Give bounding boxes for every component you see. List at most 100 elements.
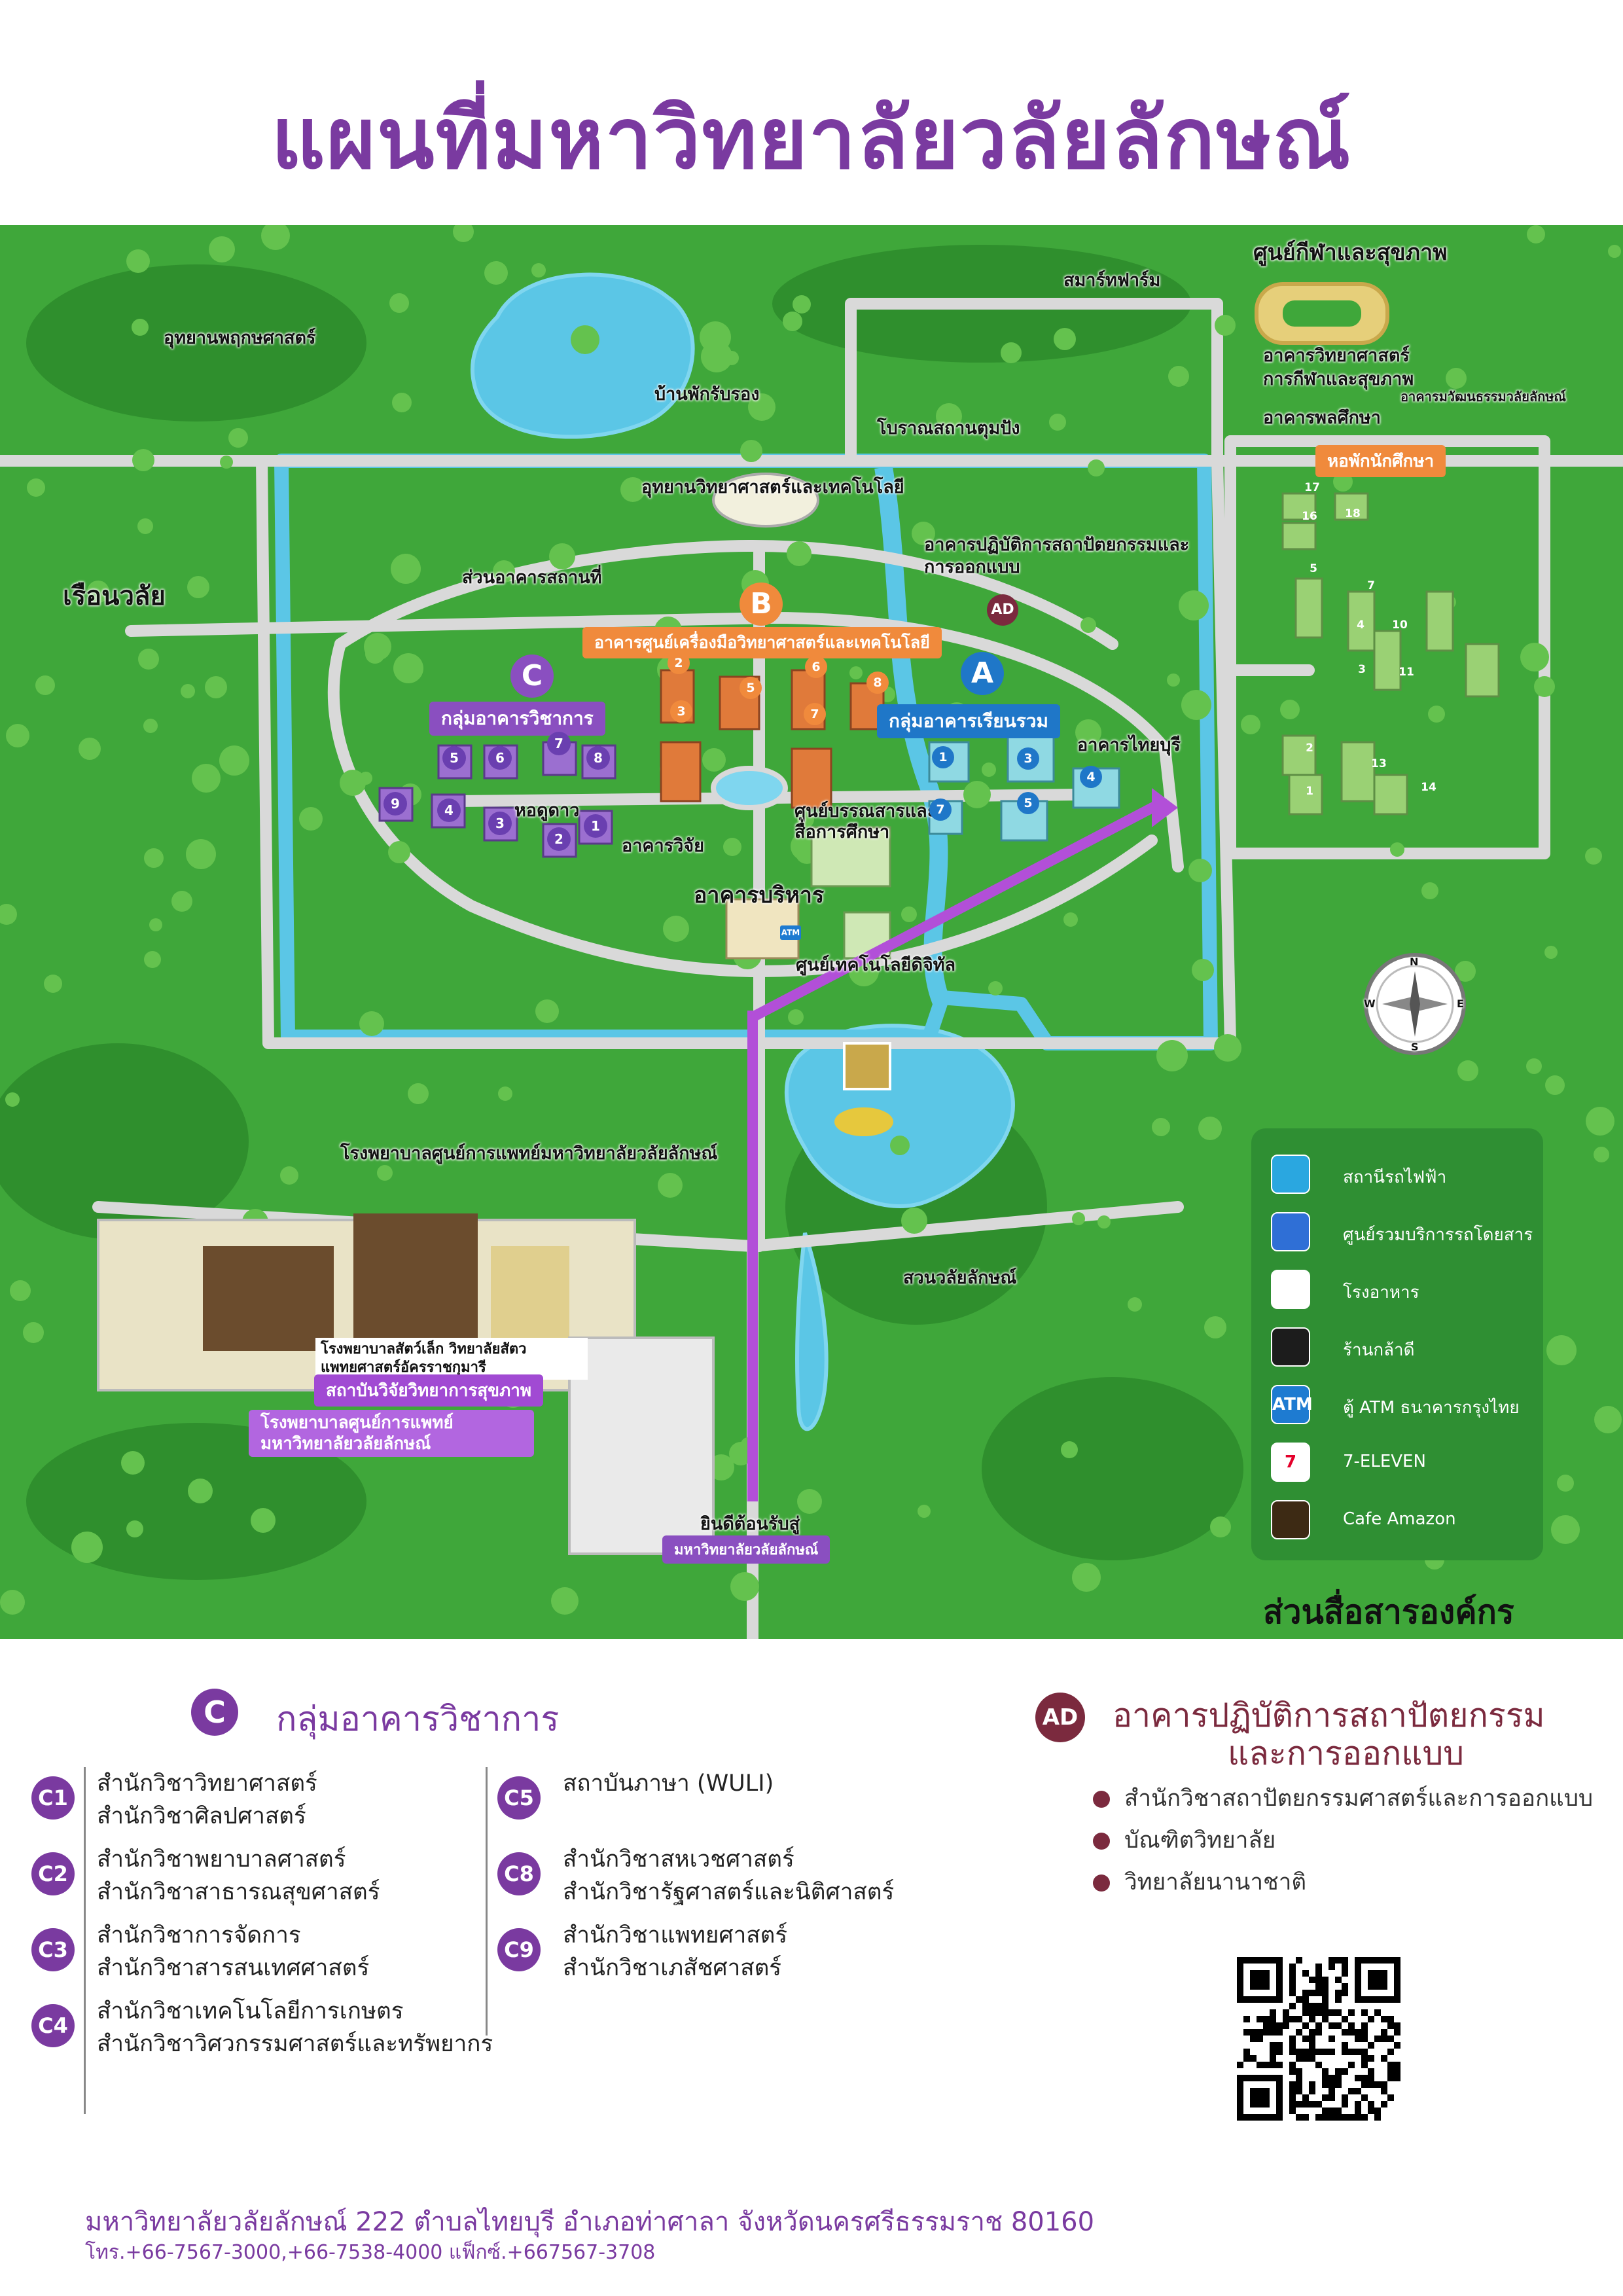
tag-health-institute: สถาบันวิจัยวิทยาการสุขภาพ — [314, 1374, 543, 1407]
academic-code-badge: C3 — [31, 1928, 75, 1971]
dorm-nums-marker: 14 — [1421, 781, 1436, 794]
c-nums-marker: 3 — [488, 812, 512, 835]
dorm-nums-marker: 10 — [1392, 619, 1408, 632]
tag-hospital: โรงพยาบาลศูนย์การแพทย์ มหาวิทยาลัยวลัยลั… — [249, 1410, 534, 1457]
b-nums-marker: 5 — [740, 677, 762, 699]
a-nums-marker: 4 — [1080, 766, 1102, 788]
c-nums-marker: 4 — [437, 798, 461, 822]
footer-address: มหาวิทยาลัยวลัยลักษณ์ 222 ตำบลไทยบุรี อำ… — [85, 2207, 1095, 2237]
label-facilities: ส่วนอาคารสถานที่ — [462, 567, 602, 588]
zone-a-badge[interactable]: A — [961, 652, 1004, 695]
label-welcome: ยินดีต้อนรับสู่ — [700, 1514, 800, 1534]
label-ancient-site: โบราณสถานตุมปัง — [877, 418, 1020, 439]
train-icon — [1271, 1155, 1310, 1194]
label-guest-house: บ้านพักรับรอง — [654, 384, 760, 404]
academic-entry-line: สำนักวิชาวิทยาศาสตร์ — [97, 1770, 317, 1797]
architecture-entry-label: วิทยาลัยนานาชาติ — [1124, 1869, 1307, 1895]
legend-label: โรงอาหาร — [1343, 1283, 1419, 1302]
dorm-nums-marker: 1 — [1306, 785, 1313, 798]
b-nums-marker: 8 — [866, 672, 889, 694]
academic-entry-line: สำนักวิชาเภสัชศาสตร์ — [563, 1955, 782, 1981]
b-nums-marker: 2 — [668, 652, 690, 674]
architecture-entry: บัณฑิตวิทยาลัย — [1093, 1822, 1275, 1858]
academic-code-badge: C8 — [497, 1852, 541, 1895]
academic-entry-line: สำนักวิชารัฐศาสตร์และนิติศาสตร์ — [563, 1879, 895, 1905]
compass-s: S — [1411, 1041, 1419, 1053]
label-observatory: หอดูดาว — [514, 800, 580, 821]
academic-code-badge: C5 — [497, 1776, 541, 1820]
academic-entry-line: สำนักวิชาการจัดการ — [97, 1922, 301, 1948]
academic-entry-line: สำนักวิชาสารสนเทศศาสตร์ — [97, 1955, 370, 1981]
bullet-dot — [1093, 1874, 1110, 1892]
tag-academic-group: กลุ่มอาคารวิชาการ — [429, 702, 605, 736]
tag-sci-tool-center: อาคารศูนย์เครื่องมือวิทยาศาสตร์และเทคโนโ… — [582, 627, 942, 658]
campus-map[interactable]: อุทยานพฤกษศาสตร์ บ้านพักรับรอง สมาร์ทฟาร… — [0, 225, 1623, 1639]
legend-label: ตู้ ATM ธนาคารกรุงไทย — [1343, 1398, 1520, 1418]
divider-left — [84, 1767, 86, 2114]
bus-icon — [1271, 1212, 1310, 1251]
map-legend: สถานีรถไฟฟ้าศูนย์รวมบริการรถโดยสารโรงอาห… — [1251, 1128, 1543, 1560]
academic-entry-line: สำนักวิชาสาธารณสุขศาสตร์ — [97, 1879, 380, 1905]
academic-code-badge: C4 — [31, 2004, 75, 2047]
academic-code-badge: C2 — [31, 1852, 75, 1895]
tag-dormitory: หอพักนักศึกษา — [1315, 445, 1446, 477]
architecture-heading-1: อาคารปฏิบัติการสถาปัตยกรรม — [1113, 1696, 1545, 1734]
restaurant-icon — [1271, 1270, 1310, 1309]
academic-entry-line: สำนักวิชาแพทยศาสตร์ — [563, 1922, 788, 1948]
academic-entry: สถาบันภาษา (WULI) — [563, 1767, 774, 1800]
label-botanical-park: อุทยานพฤกษศาสตร์ — [164, 328, 316, 348]
qr-code[interactable] — [1237, 1957, 1400, 2121]
media-department: ส่วนสื่อสารองค์กร — [1263, 1593, 1514, 1631]
academic-heading: กลุ่มอาคารวิชาการ — [276, 1700, 560, 1739]
legend-label: ศูนย์รวมบริการรถโดยสาร — [1343, 1225, 1533, 1245]
academic-entry: สำนักวิชาพยาบาลศาสตร์สำนักวิชาสาธารณสุขศ… — [97, 1843, 380, 1909]
dorm-nums-marker: 11 — [1399, 666, 1414, 679]
architecture-ad-badge: AD — [1035, 1693, 1085, 1742]
zone-ad-badge[interactable]: AD — [987, 594, 1018, 626]
a-nums-marker: 7 — [929, 798, 952, 821]
academic-entry: สำนักวิชาแพทยศาสตร์สำนักวิชาเภสัชศาสตร์ — [563, 1919, 787, 1984]
tag-lecture-group: กลุ่มอาคารเรียนรวม — [877, 704, 1060, 738]
dorm-nums-marker: 17 — [1304, 481, 1320, 494]
label-culture-building: อาคารมวัฒนธรรมวลัยลักษณ์ — [1400, 389, 1566, 404]
legend-label: สถานีรถไฟฟ้า — [1343, 1168, 1447, 1187]
bullet-dot — [1093, 1791, 1110, 1808]
label-thaiburi: อาคารไทยบุรี — [1077, 735, 1181, 755]
academic-entry-line: สำนักวิชาสหเวชศาสตร์ — [563, 1846, 794, 1873]
label-research: อาคารวิจัย — [622, 836, 704, 856]
zone-b-badge[interactable]: B — [740, 583, 783, 626]
academic-entry-line: สถาบันภาษา (WULI) — [563, 1770, 774, 1797]
compass-w: W — [1364, 997, 1376, 1010]
academic-entry: สำนักวิชาวิทยาศาสตร์สำนักวิชาศิลปศาสตร์ — [97, 1767, 317, 1833]
academic-entry: สำนักวิชาสหเวชศาสตร์สำนักวิชารัฐศาสตร์แล… — [563, 1843, 894, 1909]
compass-n: N — [1410, 956, 1419, 968]
legend-row: ศูนย์รวมบริการรถโดยสาร — [1271, 1212, 1533, 1251]
label-administration: อาคารบริหาร — [694, 882, 825, 908]
academic-entry: สำนักวิชาการจัดการสำนักวิชาสารสนเทศศาสตร… — [97, 1919, 369, 1984]
footer-contact: โทร.+66-7567-3000,+66-7538-4000 แฟ็กซ์.+… — [85, 2241, 656, 2264]
academic-code-badge: C9 — [497, 1928, 541, 1971]
zone-c-badge[interactable]: C — [510, 655, 554, 698]
architecture-entry: สำนักวิชาสถาปัตยกรรมศาสตร์และการออกแบบ — [1093, 1780, 1593, 1816]
label-digital-center: ศูนย์เทคโนโลยีดิจิทัล — [796, 955, 956, 975]
c-nums-marker: 7 — [547, 732, 571, 755]
b-nums-marker: 3 — [670, 700, 692, 723]
legend-label: 7-ELEVEN — [1343, 1452, 1426, 1471]
academic-entry-line: สำนักวิชาเทคโนโลยีการเกษตร — [97, 1998, 404, 2024]
academic-entry: สำนักวิชาเทคโนโลยีการเกษตรสำนักวิชาวิศวก… — [97, 1995, 493, 2060]
legend-row: 7 7-ELEVEN — [1271, 1443, 1533, 1482]
atm-icon: ATM — [1271, 1385, 1313, 1424]
legend-label: Cafe Amazon — [1343, 1509, 1456, 1529]
legend-row: ร้านกล้าดี — [1271, 1327, 1533, 1367]
c-nums-marker: 5 — [442, 746, 466, 770]
seven-eleven-icon: 7 — [1271, 1443, 1310, 1482]
dorm-nums-marker: 4 — [1357, 619, 1364, 632]
a-nums-marker: 3 — [1017, 747, 1039, 770]
legend-row: Cafe Amazon — [1271, 1500, 1533, 1539]
label-ruean-walai: เรือนวลัย — [63, 581, 166, 611]
a-nums-marker: 5 — [1017, 792, 1039, 814]
tag-welcome-sub: มหาวิทยาลัยวลัยลักษณ์ — [662, 1535, 830, 1564]
label-sports-science: อาคารวิทยาศาสตร์การกีฬาและสุขภาพ — [1263, 346, 1414, 389]
bullet-dot — [1093, 1833, 1110, 1850]
map-drawing — [0, 225, 1623, 1639]
